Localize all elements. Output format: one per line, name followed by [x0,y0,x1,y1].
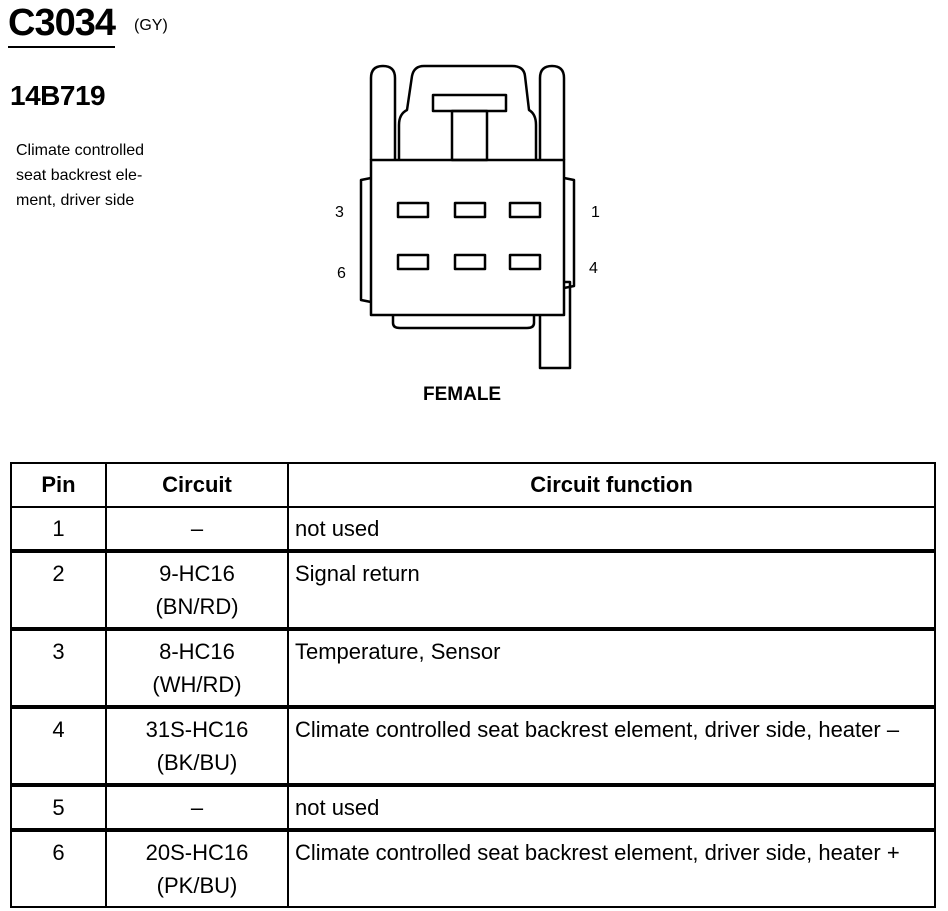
circuit-cell: 8-HC16 (WH/RD) [105,627,289,708]
header-pin: Pin [10,462,107,508]
part-number: 14B719 [10,80,106,111]
pin-number-cell: 3 [10,627,107,708]
left-latch-post [369,64,397,160]
bottom-right-tab [538,280,572,370]
top-latch-loop [397,64,538,160]
terminal-cavity-5 [453,253,487,271]
pin-number-cell: 2 [10,549,107,630]
table-row: 6 20S-HC16 (PK/BU) Climate controlled seat … [10,828,936,908]
connector-id: C3034 [8,2,116,48]
pin-label-1: 1 [591,204,600,221]
circuit-cell: – [105,506,289,552]
right-side-rail [563,176,576,290]
pin-number-cell: 6 [10,828,107,908]
right-latch-post [538,64,566,160]
connector-body [369,158,566,317]
circuit-function-cell: Climate controlled seat backrest element… [287,828,936,908]
connector-face-diagram [359,64,576,370]
circuit-function-cell: Temperature, Sensor [287,627,936,708]
circuit-id: 9-HC16 [159,561,235,586]
table-row: 3 8-HC16 (WH/RD) Temperature, Sensor [10,627,936,708]
circuit-id: – [190,516,204,541]
latch-tab-top [431,93,508,113]
circuit-cell: – [105,783,289,831]
table-row: 5 – not used [10,783,936,831]
pin-label-6: 6 [337,265,346,282]
connector-description: Climate controlled seat backrest ele- me… [16,142,145,209]
circuit-id: 20S-HC16 [145,840,249,865]
terminal-cavity-6 [396,253,430,271]
circuit-function-cell: not used [287,506,936,552]
circuit-id: 31S-HC16 [145,717,249,742]
table-row: 1 – not used [10,506,936,552]
circuit-function-cell: not used [287,783,936,831]
pin-number-cell: 4 [10,705,107,786]
circuit-cell: 20S-HC16 (PK/BU) [105,828,289,908]
terminal-cavity-3 [396,201,430,219]
table-row: 4 31S-HC16 (BK/BU) Climate controlled seat … [10,705,936,786]
latch-tab-stem [450,109,489,162]
circuit-id: – [190,795,204,820]
header-circuit-function: Circuit function [287,462,936,508]
pin-number-cell: 5 [10,783,107,831]
pin-label-4: 4 [589,260,598,277]
circuit-cell: 9-HC16 (BN/RD) [105,549,289,630]
table-header-row: Pin Circuit Circuit function [10,462,936,508]
circuit-id: 8-HC16 [159,639,235,664]
left-side-rail [359,176,372,304]
circuit-function-cell: Climate controlled seat backrest element… [287,705,936,786]
circuit-cell: 31S-HC16 (BK/BU) [105,705,289,786]
wire-color: (BK/BU) [156,750,238,775]
pin-label-3: 3 [335,204,344,221]
wire-color: (PK/BU) [156,873,238,898]
table-row: 2 9-HC16 (BN/RD) Signal return [10,549,936,630]
terminal-cavity-1 [508,201,542,219]
wire-color: (WH/RD) [152,672,242,697]
connector-color-code: (GY) [134,17,168,34]
connector-gender-label: FEMALE [423,384,502,405]
header-circuit: Circuit [105,462,289,508]
bottom-lip [391,315,536,330]
pin-number-cell: 1 [10,506,107,552]
wire-color: (BN/RD) [155,594,239,619]
circuit-function-cell: Signal return [287,549,936,630]
terminal-cavity-2 [453,201,487,219]
terminal-cavity-4 [508,253,542,271]
